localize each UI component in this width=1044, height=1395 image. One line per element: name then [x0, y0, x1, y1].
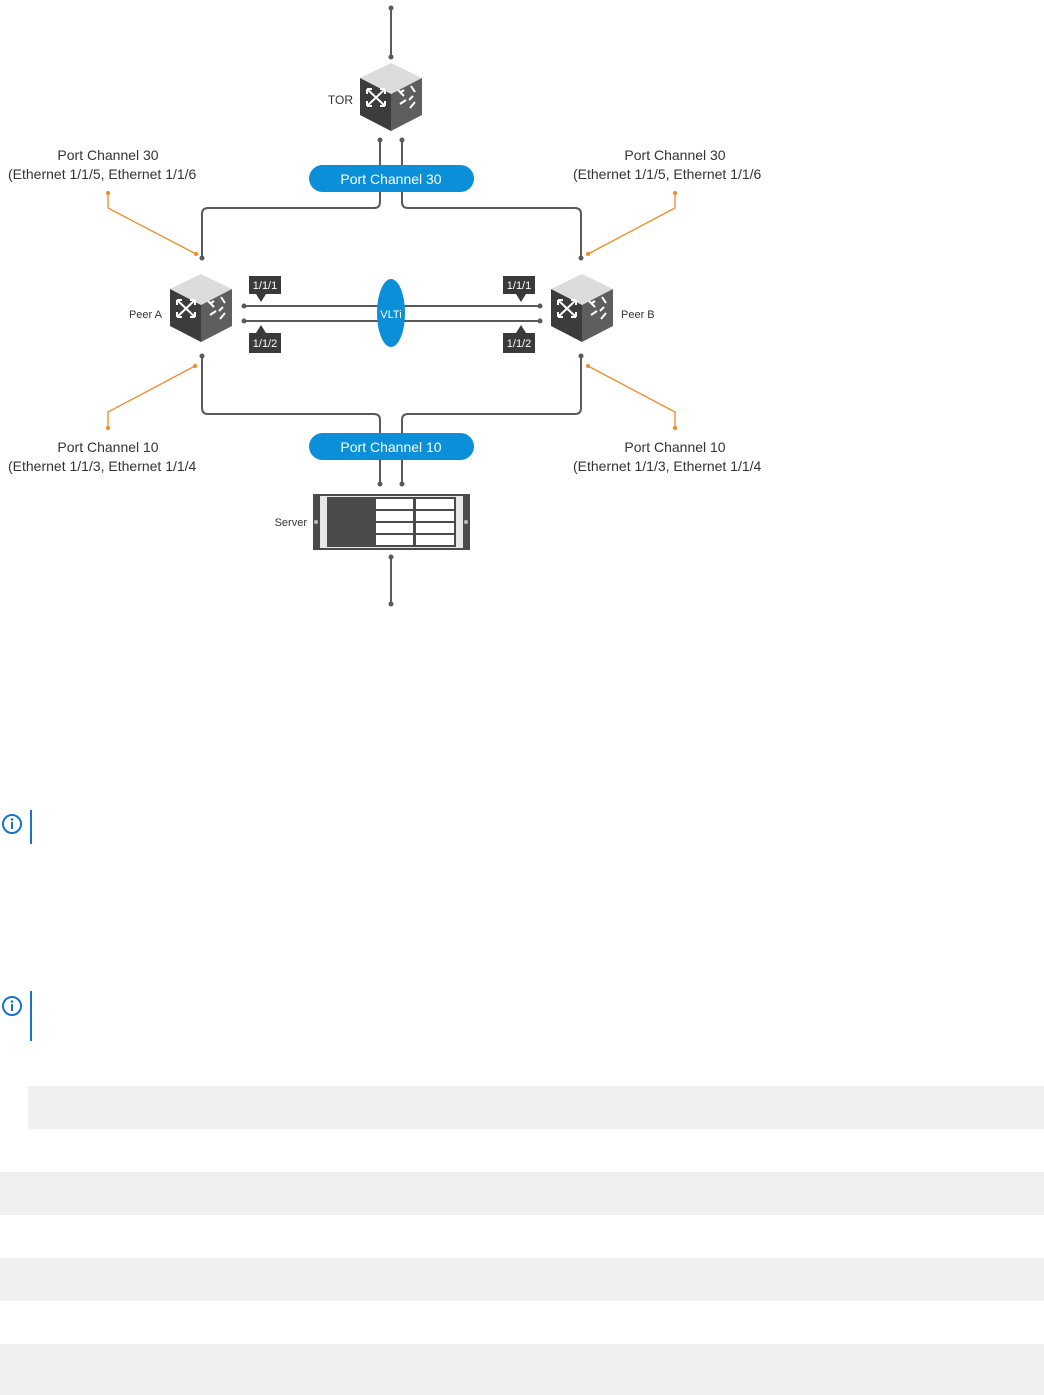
tor-switch-icon — [359, 62, 423, 132]
note-1 — [0, 806, 40, 846]
port-channel-10-pill-label: Port Channel 10 — [340, 439, 441, 455]
right-pc30-ports: (Ethernet 1/1/5, Ethernet 1/1/6 — [573, 166, 762, 182]
code-block-2 — [0, 1172, 1044, 1215]
server-downlink — [388, 554, 394, 607]
right-pc30-title: Port Channel 30 — [624, 147, 725, 163]
pc10-callout-lines — [107, 365, 676, 428]
port-channel-10-pill — [309, 433, 474, 460]
left-pc10-title: Port Channel 10 — [57, 439, 158, 455]
info-icon — [2, 810, 32, 844]
left-pc30-title: Port Channel 30 — [57, 147, 158, 163]
peer-b-port-tag-bottom: 1/1/2 — [503, 325, 535, 353]
code-block-1 — [28, 1086, 1044, 1129]
vlti-label: VLTi — [380, 309, 401, 321]
right-pc10-ports: (Ethernet 1/1/3, Ethernet 1/1/4 — [573, 458, 762, 474]
left-pc10-ports: (Ethernet 1/1/3, Ethernet 1/1/4 — [8, 458, 197, 474]
info-icon — [2, 991, 32, 1041]
peer-a-port-tag-top: 1/1/1 — [249, 276, 281, 302]
note-2 — [0, 988, 40, 1043]
peer-b-label: Peer B — [621, 309, 655, 321]
peer-a-label: Peer A — [129, 309, 163, 321]
port-channel-30-links — [201, 140, 582, 256]
tor-uplink — [388, 5, 394, 60]
svg-text:1/1/2: 1/1/2 — [507, 338, 531, 350]
svg-text:1/1/1: 1/1/1 — [253, 280, 277, 292]
server-icon — [313, 494, 470, 550]
left-pc30-ports: (Ethernet 1/1/5, Ethernet 1/1/6 — [8, 166, 197, 182]
svg-text:1/1/2: 1/1/2 — [253, 338, 277, 350]
pc30-callout-lines — [107, 193, 676, 255]
peer-b-switch-icon — [550, 273, 614, 343]
tor-label: TOR — [328, 93, 353, 107]
port-channel-30-pill — [309, 165, 474, 192]
peer-b-port-tag-top: 1/1/1 — [503, 276, 535, 302]
port-channel-30-pill-label: Port Channel 30 — [340, 171, 441, 187]
vlt-topology-diagram: TOR Port Channel 30 Port Channel 30 (Eth… — [8, 5, 762, 607]
peer-a-switch-icon — [169, 273, 233, 343]
server-label: Server — [275, 517, 308, 529]
port-channel-10-links — [201, 356, 582, 484]
svg-text:1/1/1: 1/1/1 — [507, 280, 531, 292]
peer-a-port-tag-bottom: 1/1/2 — [249, 325, 281, 353]
code-block-3 — [0, 1258, 1044, 1301]
code-block-4 — [0, 1344, 1044, 1395]
vlti-ellipse — [377, 279, 405, 347]
right-pc10-title: Port Channel 10 — [624, 439, 725, 455]
